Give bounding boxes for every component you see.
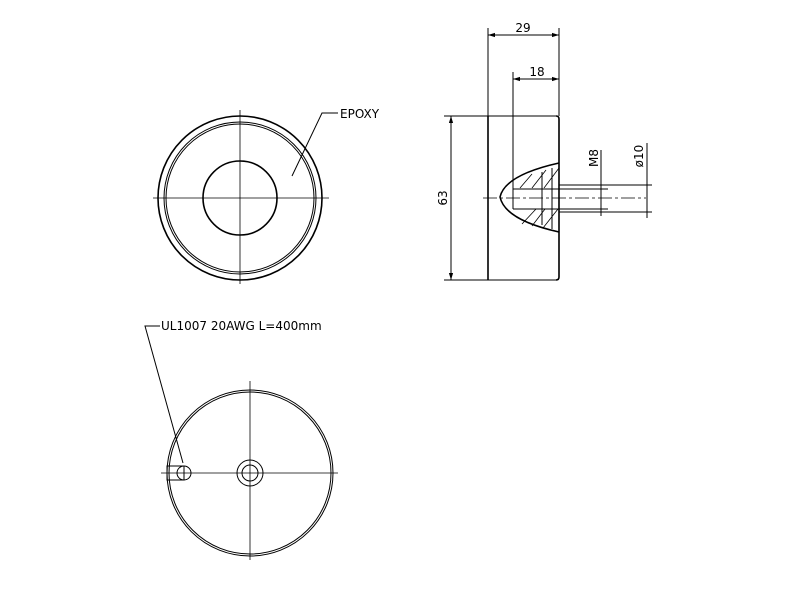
epoxy-label: EPOXY — [340, 107, 380, 121]
cable-label: UL1007 20AWG L=400mm — [161, 319, 322, 333]
dim-63: 63 — [436, 190, 450, 205]
dim-18: 18 — [529, 65, 544, 79]
cable-leader — [144, 325, 184, 464]
section-hatch — [519, 167, 560, 229]
dim-m8: M8 — [587, 149, 601, 167]
front-view: EPOXY — [153, 107, 380, 284]
dim-29: 29 — [515, 21, 530, 35]
side-view: 29 18 63 M8 ø10 — [436, 21, 652, 281]
epoxy-leader — [291, 112, 338, 177]
cable-exit — [166, 465, 192, 481]
dim-o10: ø10 — [632, 145, 646, 168]
rear-view: UL1007 20AWG L=400mm — [144, 319, 338, 560]
